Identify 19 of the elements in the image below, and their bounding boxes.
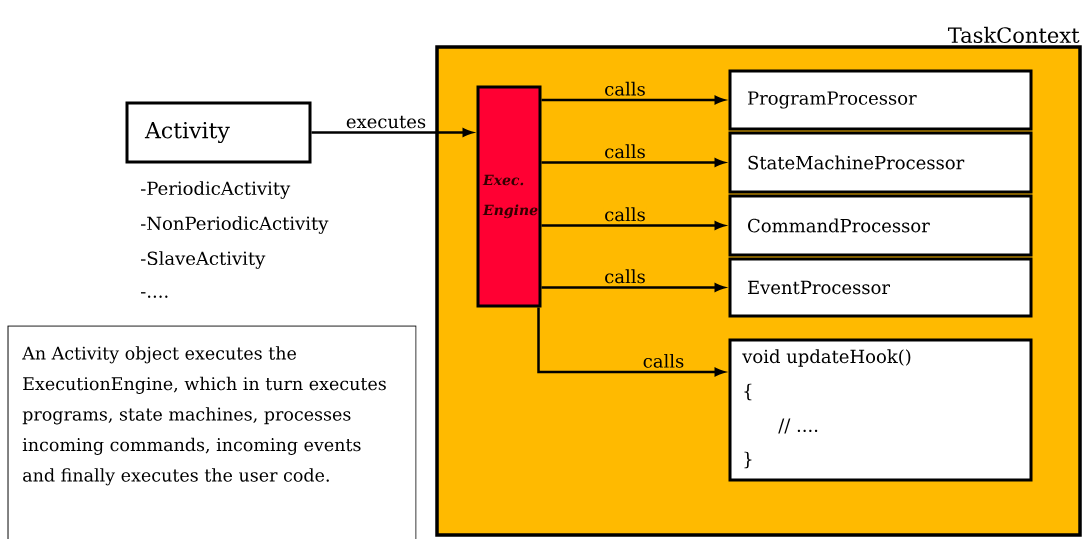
note-box: An Activity object executes the ExecutionEngine, which in turn executes programs, state machines, processes incoming commands, incoming events and finally executes the user code. — [7, 325, 417, 539]
class-box: Activity — [125, 101, 312, 164]
processor-box: ProgramProcessor — [728, 69, 1033, 131]
edge-label: calls — [603, 268, 647, 285]
code-box: void updateHook() { // .... } — [728, 338, 1033, 482]
subclass-name: -.... — [141, 292, 168, 298]
arrow — [537, 307, 725, 377]
processor-box: CommandProcessor — [728, 194, 1033, 257]
subclass-name: -SlaveActivity — [141, 251, 266, 269]
node-label: TaskContext — [947, 26, 1080, 44]
arrow — [541, 95, 725, 105]
subclass-name: -PeriodicActivity — [141, 181, 291, 199]
processor-box: StateMachineProcessor — [728, 131, 1033, 194]
edge-label: executes — [344, 114, 428, 130]
subclass-name: -NonPeriodicActivity — [141, 216, 329, 234]
engine-box: Exec. Engine — [476, 85, 542, 308]
edge-label: calls — [603, 143, 647, 160]
processor-box: EventProcessor — [728, 257, 1033, 318]
edge-label: calls — [603, 206, 647, 223]
